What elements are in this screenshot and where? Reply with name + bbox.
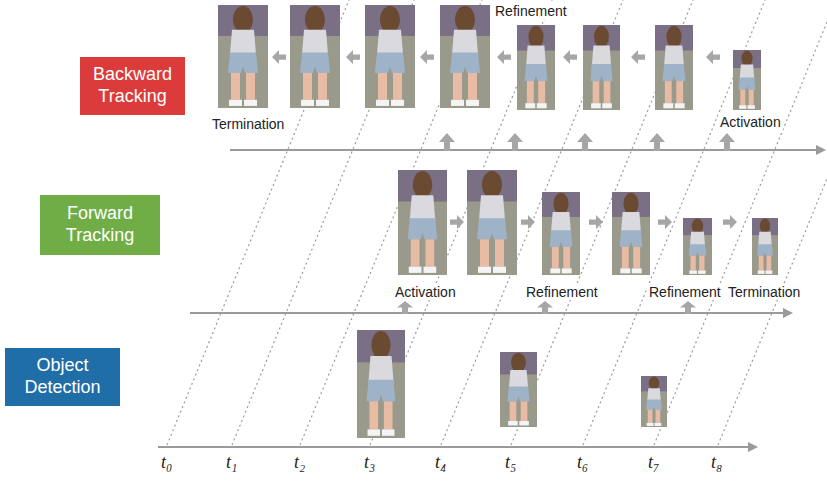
state-label: Termination (726, 284, 802, 300)
state-label: Refinement (647, 284, 723, 300)
time-label: t₅ (503, 452, 518, 473)
time-label: t₆ (575, 452, 590, 473)
time-label: t₈ (709, 452, 724, 473)
state-label: Termination (210, 116, 286, 132)
method-name: Forward Tracking (48, 203, 152, 246)
time-label: t₁ (224, 452, 239, 473)
backward-arrows (272, 50, 720, 64)
time-label: t₄ (433, 452, 448, 473)
time-label: t₂ (292, 452, 307, 473)
state-label: Activation (718, 114, 783, 130)
method-name: Backward Tracking (88, 64, 177, 107)
forward-arrows (450, 215, 737, 229)
time-label: t₇ (646, 452, 661, 473)
method-box: Forward Tracking (40, 195, 160, 255)
method-box: Object Detection (5, 348, 120, 406)
method-box: Backward Tracking (80, 57, 185, 115)
backward-frames (218, 5, 761, 110)
state-label: Refinement (493, 3, 569, 19)
time-label: t₃ (362, 452, 377, 473)
forward-frames (398, 170, 778, 275)
axes (158, 150, 820, 447)
time-lines (167, 0, 827, 445)
method-name: Object Detection (13, 355, 112, 398)
detection-frames (357, 330, 667, 438)
state-label: Refinement (524, 284, 600, 300)
state-label: Activation (393, 284, 458, 300)
time-label: t₀ (159, 452, 174, 473)
